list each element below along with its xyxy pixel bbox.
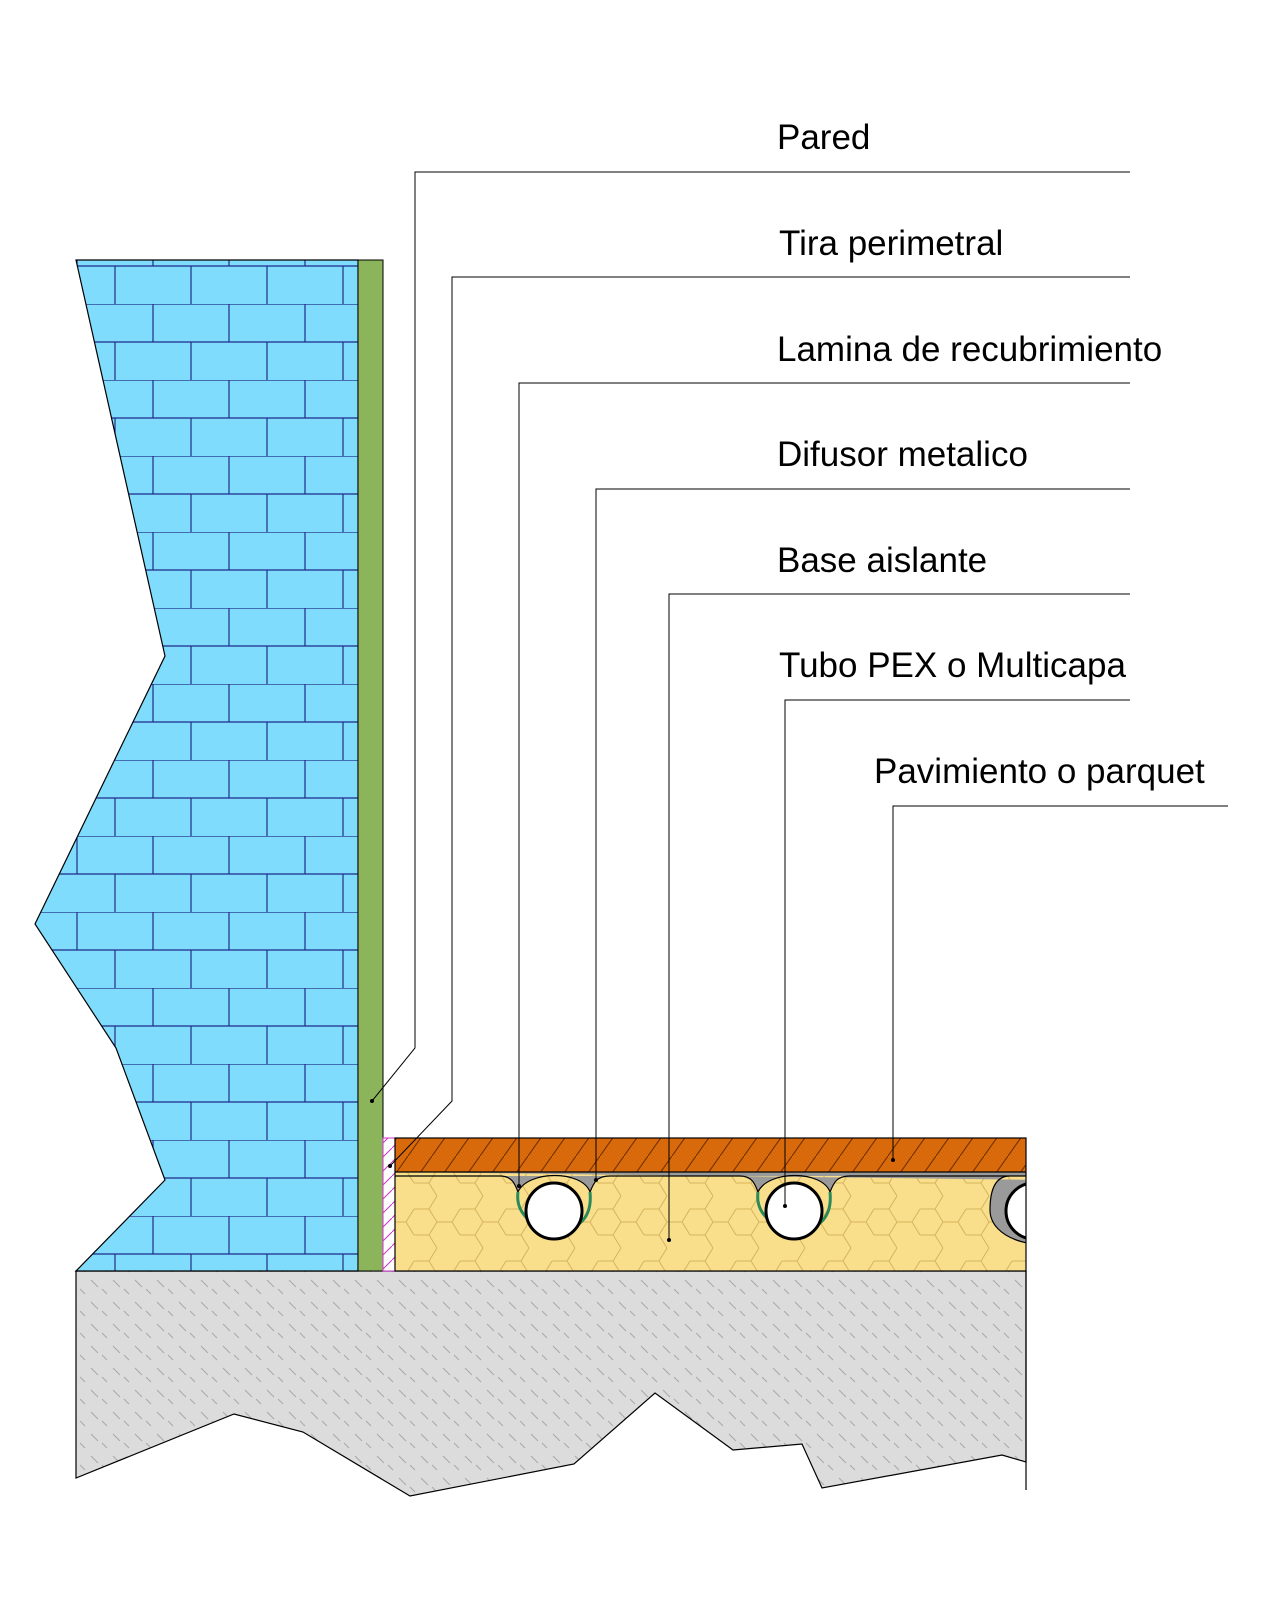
floor-finish-layer — [394, 1137, 1027, 1173]
label-tubo-pex: Tubo PEX o Multicapa — [779, 646, 1126, 685]
edge-expansion-strip — [382, 1137, 396, 1272]
brick-wall — [34, 259, 359, 1272]
leader-tubo — [784, 699, 1130, 1206]
leader-pavimiento — [892, 805, 1228, 1160]
pipe-2 — [764, 1181, 824, 1241]
label-pavimiento: Pavimiento o parquet — [874, 752, 1205, 791]
pipe-3 — [1004, 1182, 1026, 1240]
concrete-slab — [75, 1270, 1027, 1497]
label-base-aislante: Base aislante — [777, 541, 988, 580]
metal-diffuser — [395, 1171, 1026, 1244]
leader-tira-perimetral — [389, 276, 1130, 1167]
label-pared: Pared — [777, 118, 871, 157]
perimeter-strip — [357, 259, 384, 1272]
leader-dots — [370, 1099, 895, 1242]
label-lamina-recubrimiento: Lamina de recubrimiento — [777, 330, 1163, 369]
leader-lamina — [518, 382, 1130, 1186]
insulation-base — [395, 1171, 1026, 1271]
leader-pared — [371, 171, 1130, 1102]
leader-lines — [371, 171, 1228, 1240]
leader-base-aislante — [668, 593, 1130, 1240]
label-tira-perimetral: Tira perimetral — [779, 224, 1004, 263]
pipe-1 — [524, 1181, 584, 1241]
leader-difusor — [595, 488, 1130, 1180]
label-difusor-metalico: Difusor metalico — [777, 435, 1028, 474]
